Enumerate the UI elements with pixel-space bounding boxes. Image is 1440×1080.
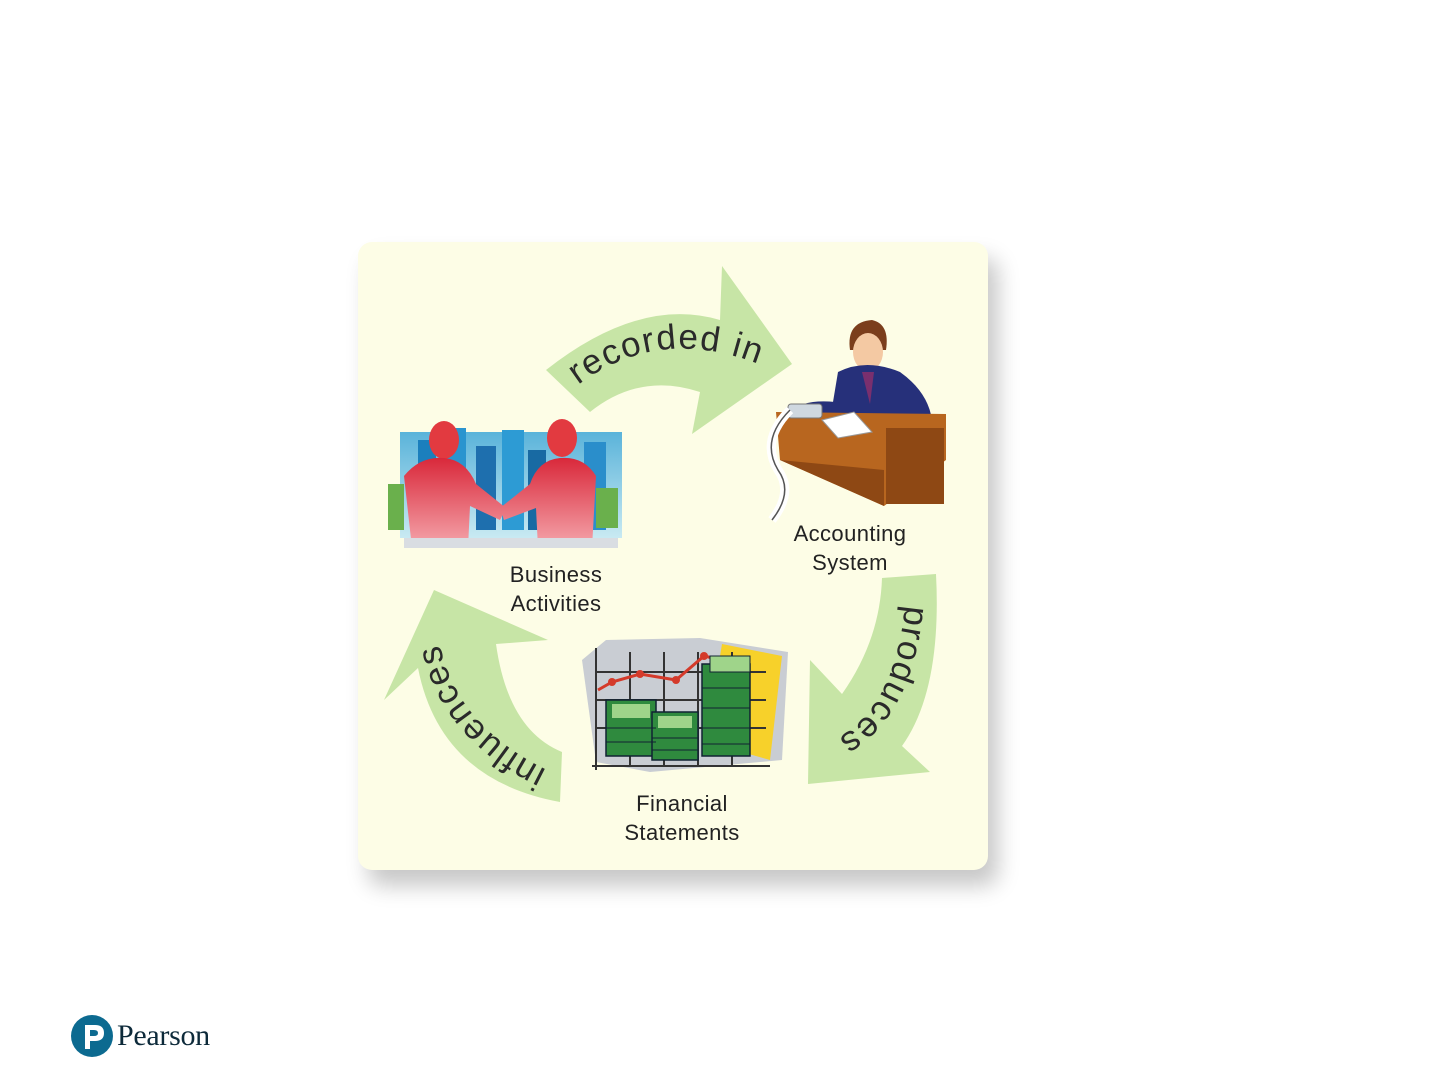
node-label-business-activities: Business Activities (480, 560, 632, 618)
handshake-icon (388, 419, 622, 548)
money-chart-icon (582, 638, 788, 772)
pearson-brand: Pearson (71, 1013, 210, 1059)
arrow-influences: influences (384, 590, 562, 802)
pearson-wordmark: Pearson (117, 1019, 210, 1053)
pearson-logo-icon (71, 1015, 113, 1057)
accountant-desk-icon (771, 320, 946, 520)
node-label-financial-statements: Financial Statements (600, 789, 764, 847)
arrow-recorded-in: recorded in (546, 266, 792, 434)
arrow-produces: produces (808, 574, 937, 784)
node-label-accounting-system: Accounting System (772, 519, 928, 577)
